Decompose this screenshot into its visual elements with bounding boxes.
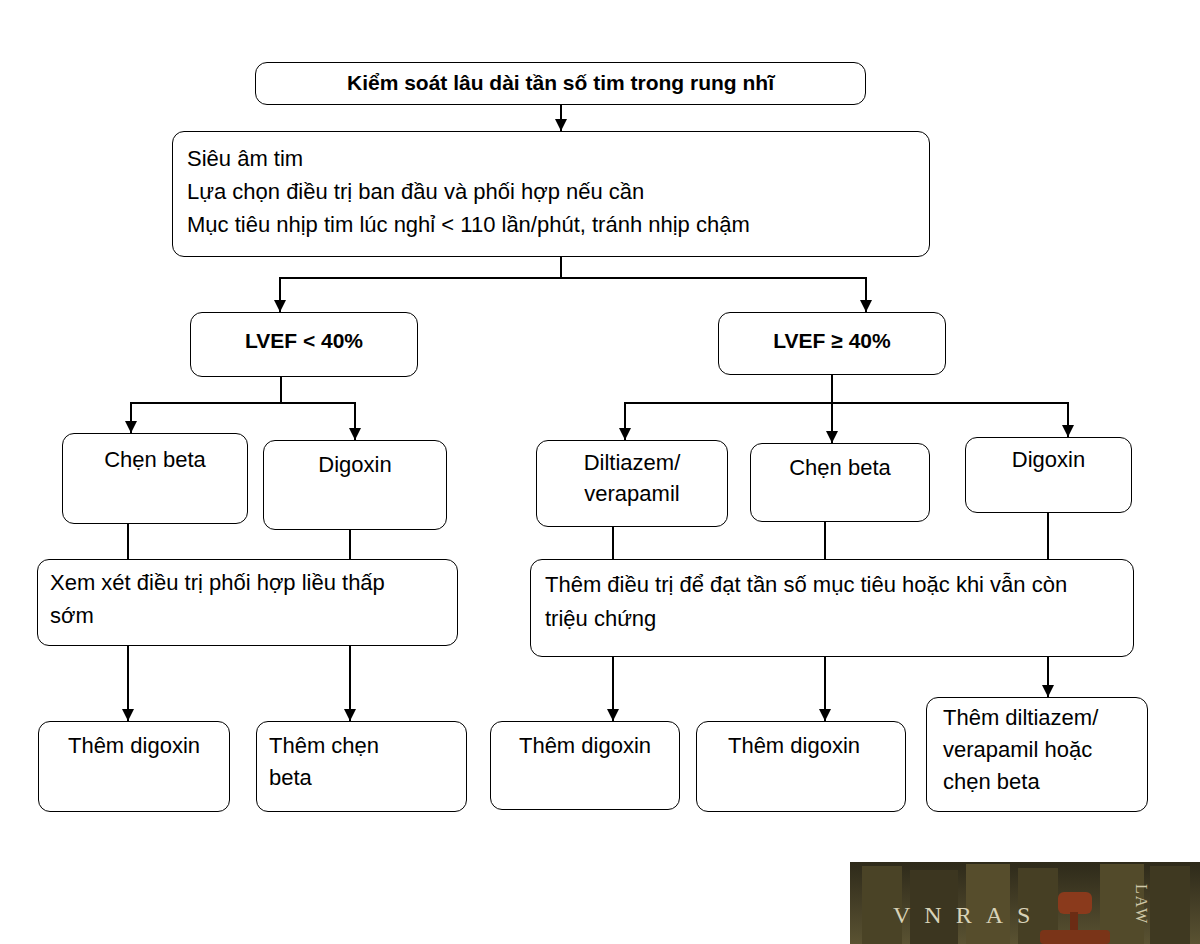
- process-box: Thêm điều trị để đạt tần số mục tiêu hoặ…: [530, 559, 1134, 657]
- connector-arrow: [349, 646, 351, 721]
- connector-arrow: [612, 657, 614, 721]
- box-text: Chẹn beta: [757, 452, 923, 484]
- gavel-base: [1040, 930, 1110, 944]
- process-box: LVEF ≥ 40%: [718, 312, 946, 375]
- connector-arrow: [131, 377, 281, 433]
- process-box: Siêu âm timLựa chọn điều trị ban đầu và …: [172, 131, 930, 257]
- watermark-background: [850, 862, 1200, 944]
- process-box: Xem xét điều trị phối hợp liều thấp sớm: [37, 559, 458, 646]
- box-text: Chẹn beta: [69, 444, 241, 476]
- box-text: Thêm digoxin: [703, 730, 885, 762]
- connector-arrow: [560, 105, 562, 131]
- connector-arrow: [625, 375, 832, 440]
- process-box: Thêm diltiazem/ verapamil hoặc chẹn beta: [926, 697, 1148, 812]
- connector-line: [1047, 513, 1049, 559]
- watermark-text: VNRAS: [893, 902, 1044, 929]
- connector-arrow: [127, 646, 129, 721]
- box-text: Digoxin: [270, 449, 440, 481]
- book-spine: [1150, 866, 1190, 944]
- process-box: Digoxin: [263, 440, 447, 530]
- box-text: Thêm diltiazem/ verapamil hoặc chẹn beta: [943, 702, 1125, 798]
- box-text: Mục tiêu nhịp tim lúc nghỉ < 110 lần/phú…: [187, 208, 919, 241]
- box-text: LVEF < 40%: [197, 325, 411, 357]
- gavel-head: [1058, 892, 1092, 914]
- connector-line: [127, 524, 129, 559]
- process-box: LVEF < 40%: [190, 312, 418, 377]
- connector-line: [349, 530, 351, 559]
- process-box: Diltiazem/ verapamil: [536, 440, 728, 527]
- box-text: Diltiazem/ verapamil: [543, 447, 721, 509]
- connector-arrow: [824, 657, 826, 721]
- box-text: Thêm digoxin: [497, 730, 673, 762]
- connector-arrow: [831, 375, 833, 443]
- box-text: Thêm điều trị để đạt tần số mục tiêu hoặ…: [545, 568, 1085, 636]
- process-box: Thêm digoxin: [696, 721, 906, 812]
- connector-arrow: [1047, 657, 1049, 697]
- process-box: Digoxin: [965, 437, 1132, 513]
- process-box: Chẹn beta: [750, 443, 930, 522]
- box-text: Digoxin: [972, 444, 1125, 476]
- process-box: Thêm chẹn beta: [256, 721, 467, 812]
- watermark-image: [850, 862, 1200, 944]
- title-box: Kiểm soát lâu dài tần số tim trong rung …: [255, 62, 866, 105]
- process-box: Chẹn beta: [62, 433, 248, 524]
- process-box: Thêm digoxin: [38, 721, 230, 812]
- connector-arrow: [561, 257, 866, 312]
- box-text: Lựa chọn điều trị ban đầu và phối hợp nế…: [187, 175, 919, 208]
- box-text: Kiểm soát lâu dài tần số tim trong rung …: [264, 67, 857, 99]
- connector-arrow: [832, 375, 1068, 437]
- box-text: Thêm digoxin: [45, 730, 223, 762]
- connector-arrow: [280, 257, 561, 312]
- connector-arrow: [281, 377, 355, 440]
- watermark-text: LAW: [1132, 884, 1150, 925]
- box-text: Thêm chẹn beta: [269, 730, 396, 794]
- connector-line: [824, 522, 826, 559]
- box-text: Xem xét điều trị phối hợp liều thấp sớm: [50, 566, 427, 632]
- box-text: LVEF ≥ 40%: [725, 325, 939, 357]
- connector-line: [612, 527, 614, 559]
- box-text: Siêu âm tim: [187, 142, 919, 175]
- process-box: Thêm digoxin: [490, 721, 680, 810]
